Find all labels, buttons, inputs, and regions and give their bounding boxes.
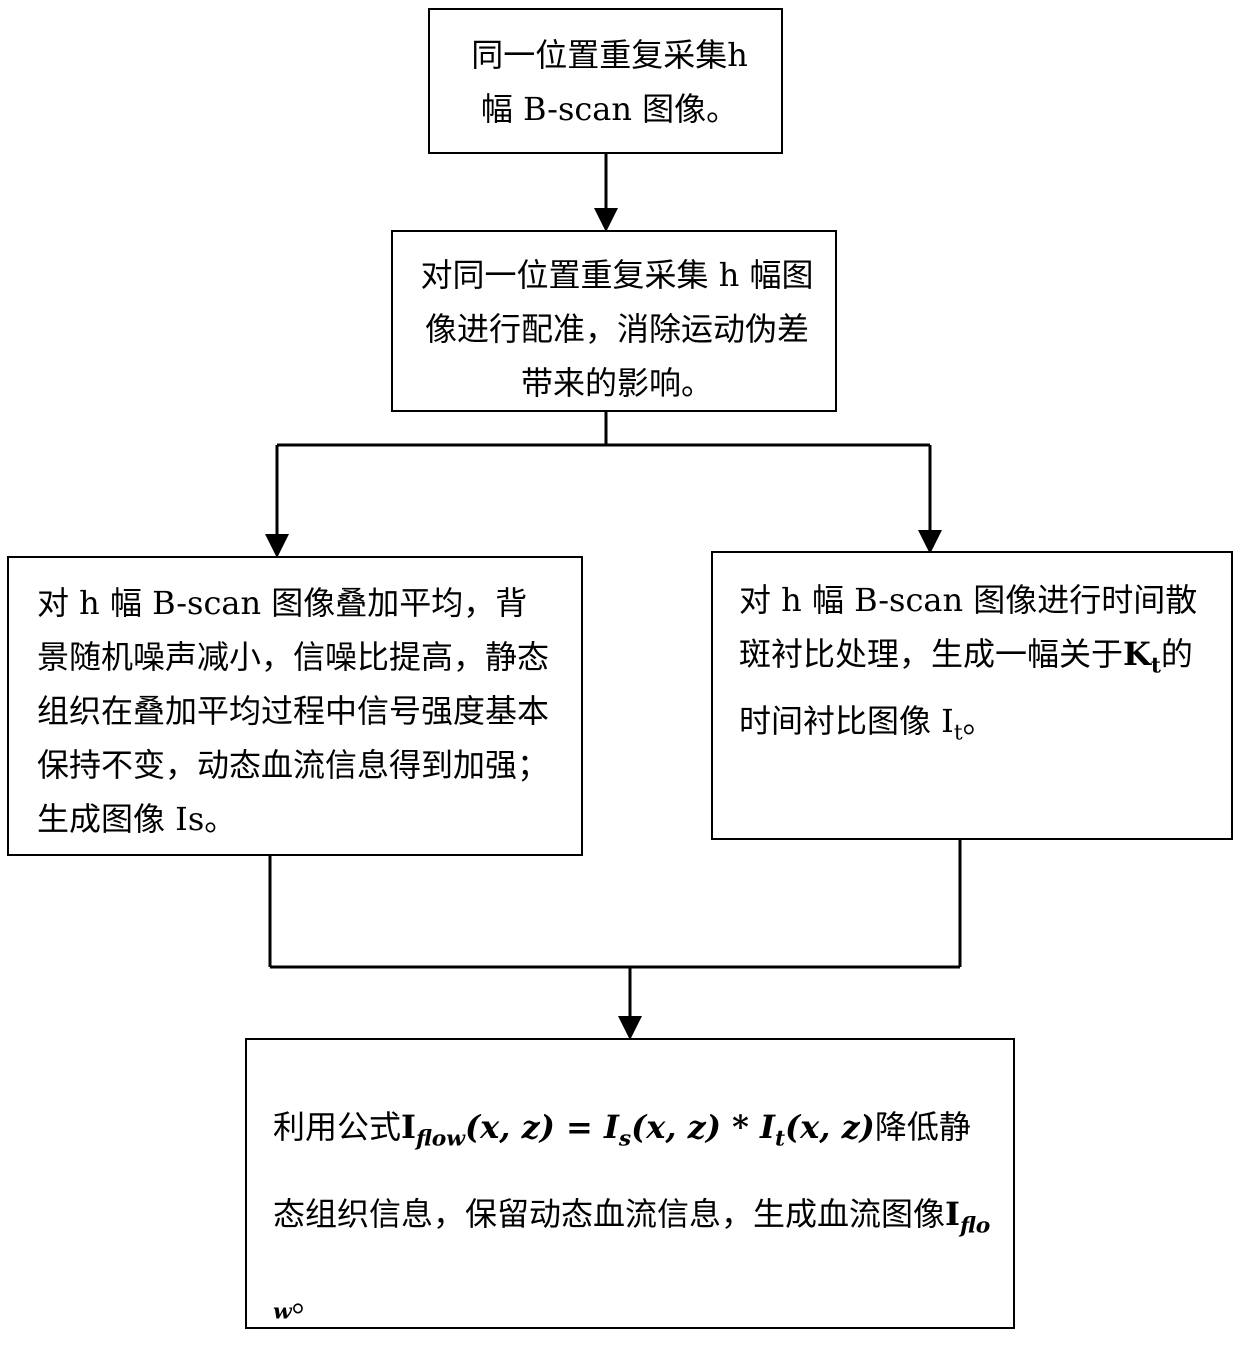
step-acquire-text: 同一位置重复采集h 幅 B-scan 图像。	[460, 28, 759, 136]
arrowhead-average	[265, 534, 289, 558]
step-flow-box: 利用公式Iflow(x, z) = Is(x, z) * It(x, z)降低静…	[245, 1038, 1015, 1329]
step-average-box: 对 h 幅 B-scan 图像叠加平均，背景随机噪声减小，信噪比提高，静态组织在…	[7, 556, 583, 856]
arrowhead-register	[594, 208, 618, 232]
step-acquire-box: 同一位置重复采集h 幅 B-scan 图像。	[428, 8, 783, 154]
step-register-text: 对同一位置重复采集 h 幅图像进行配准，消除运动伪差带来的影响。	[419, 248, 815, 410]
contrast-suffix: 。	[963, 702, 995, 740]
step-register-box: 对同一位置重复采集 h 幅图像进行配准，消除运动伪差带来的影响。	[391, 230, 837, 412]
flow-suffix: 。	[292, 1281, 324, 1319]
contrast-image-sub: t	[954, 720, 963, 745]
step-contrast-box: 对 h 幅 B-scan 图像进行时间散斑衬比处理，生成一幅关于Kt的时间衬比图…	[711, 551, 1233, 840]
step-flow-text: 利用公式Iflow(x, z) = Is(x, z) * It(x, z)降低静…	[273, 1090, 993, 1350]
flow-prefix: 利用公式	[273, 1108, 401, 1146]
contrast-symbol: Kt	[1123, 635, 1161, 673]
step-average-text: 对 h 幅 B-scan 图像叠加平均，背景随机噪声减小，信噪比提高，静态组织在…	[37, 576, 557, 846]
step-contrast-text: 对 h 幅 B-scan 图像进行时间散斑衬比处理，生成一幅关于Kt的时间衬比图…	[739, 573, 1211, 760]
flow-formula: Iflow(x, z) = Is(x, z) * It(x, z)	[401, 1108, 875, 1146]
arrowhead-flow	[618, 1016, 642, 1040]
